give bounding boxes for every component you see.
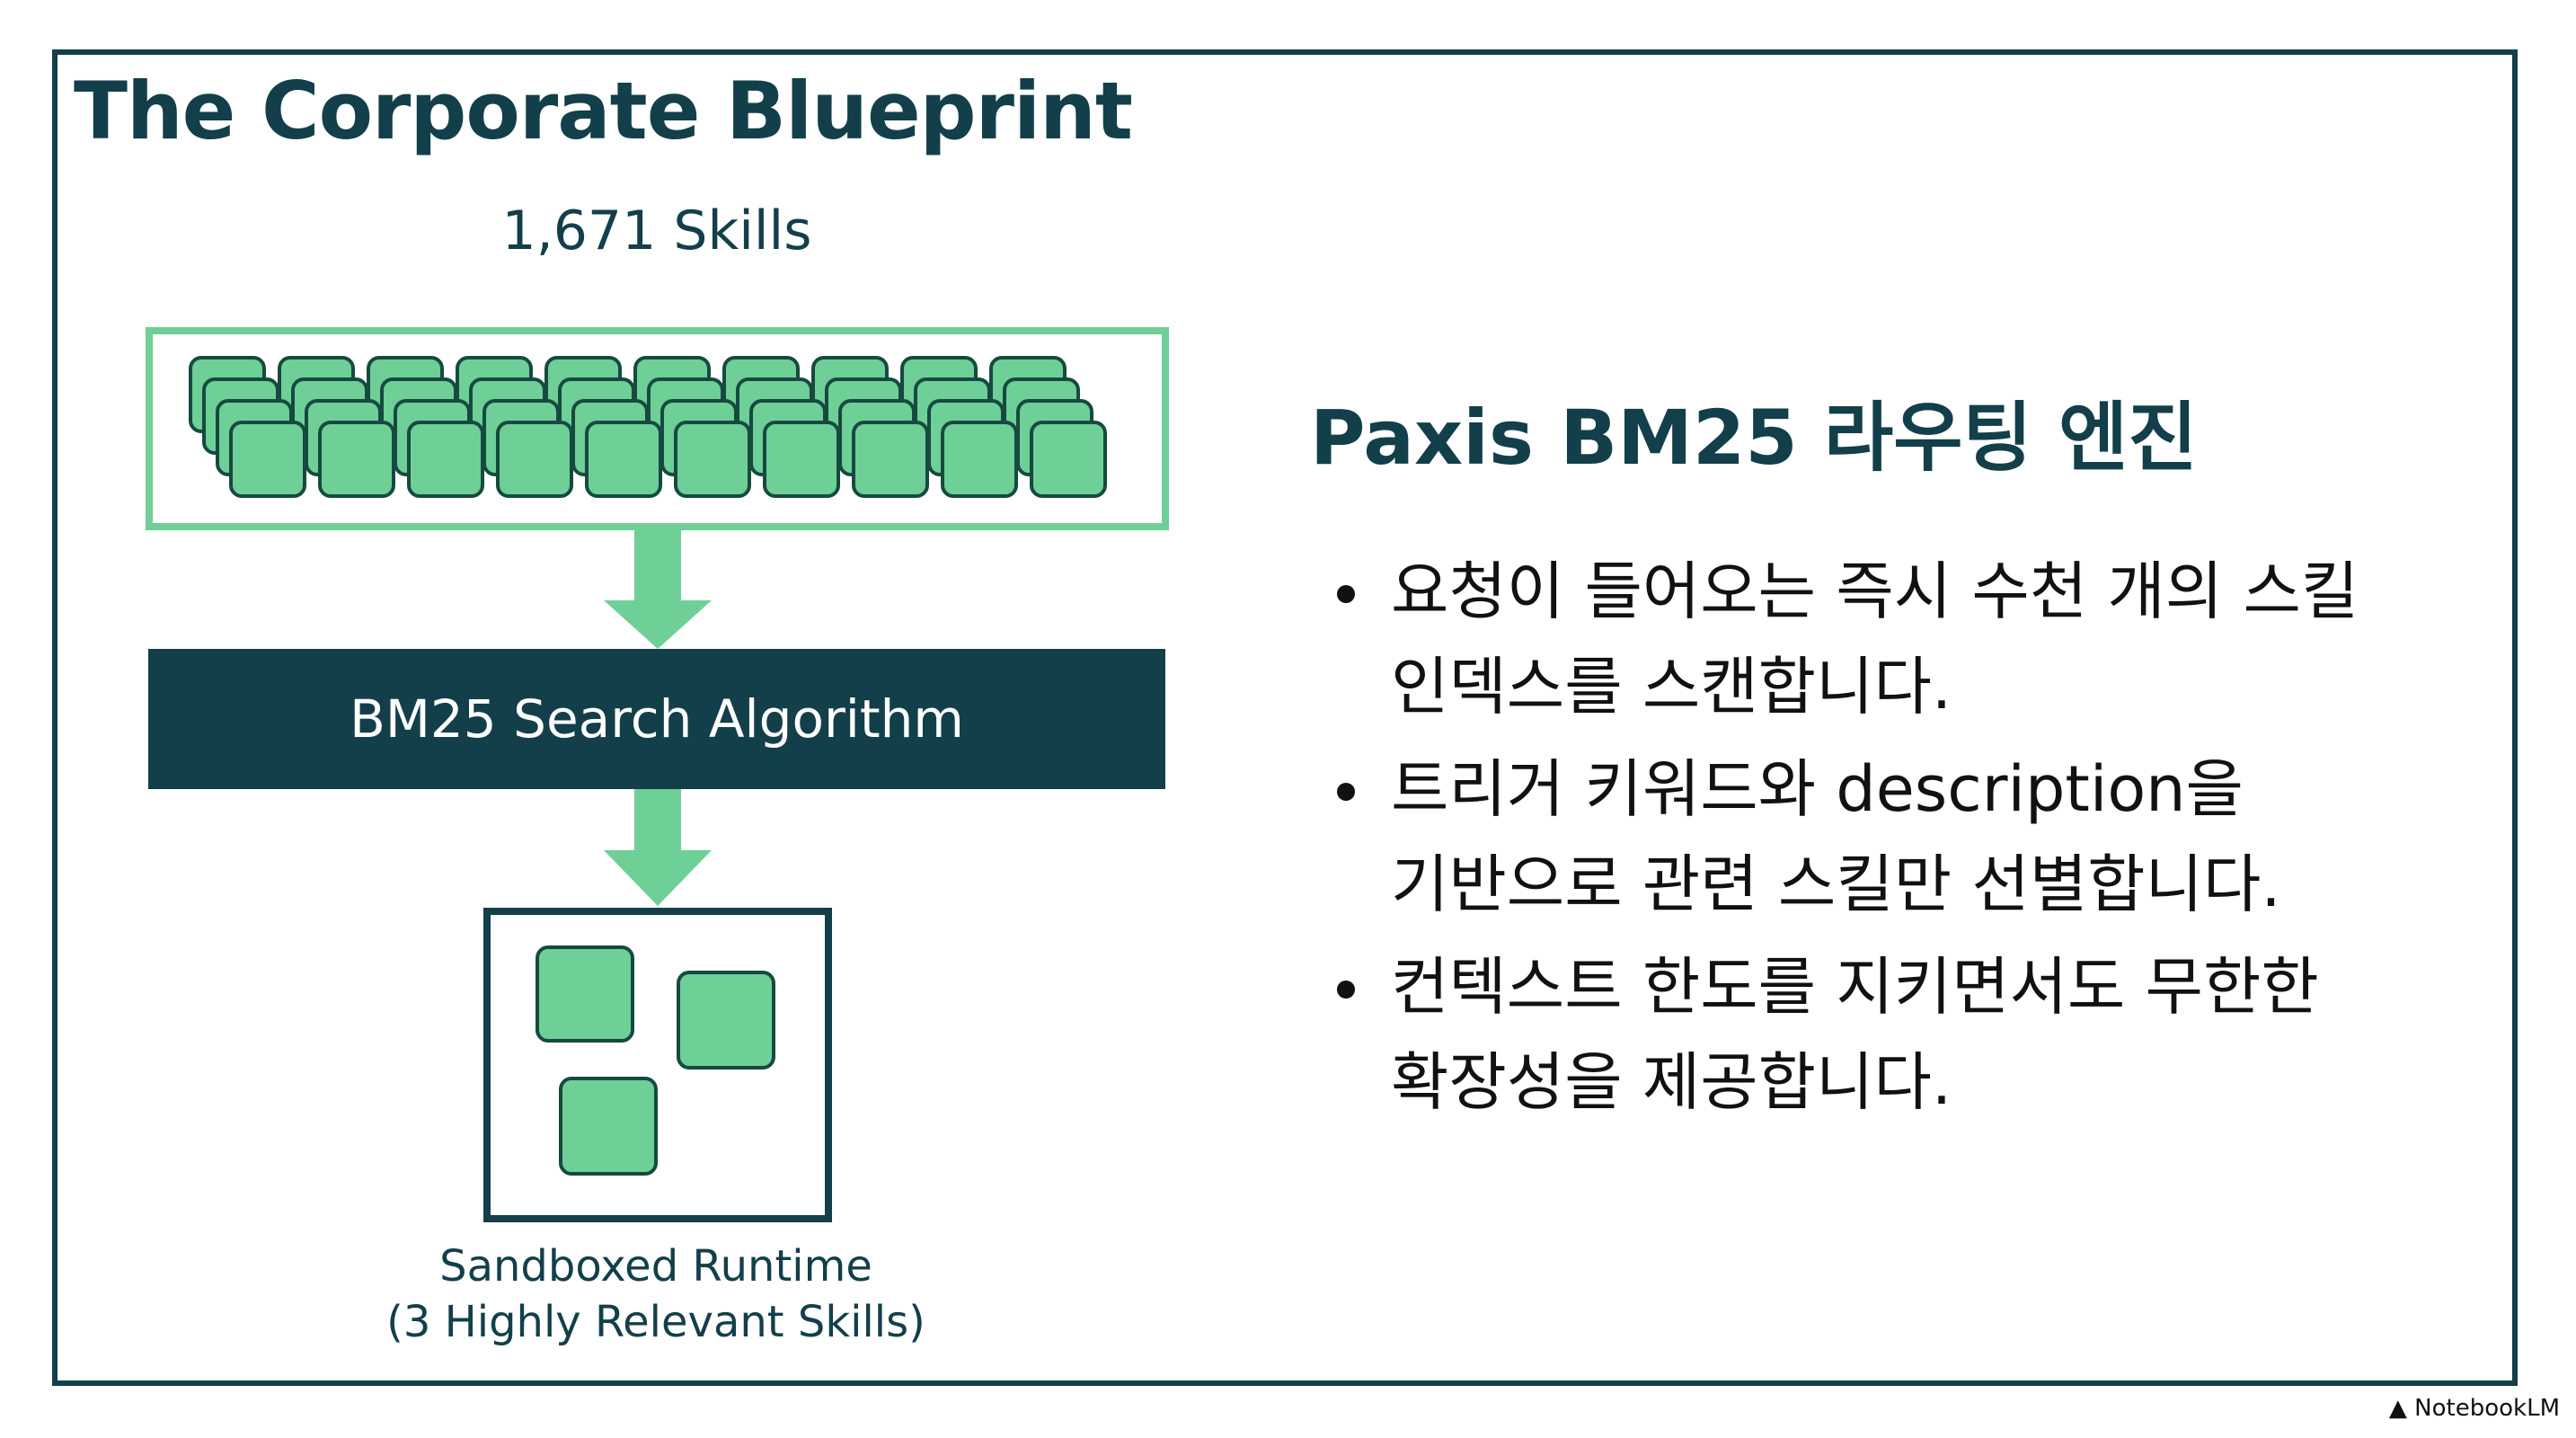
skill-tile bbox=[496, 421, 573, 498]
engine-title: Paxis BM25 라우팅 엔진 bbox=[1310, 394, 2198, 482]
bullet-dot-icon bbox=[1337, 585, 1355, 603]
algorithm-bar bbox=[148, 649, 1165, 789]
skill-tile bbox=[852, 421, 929, 498]
selected-skill-tile bbox=[559, 1077, 658, 1176]
skill-tile bbox=[585, 421, 662, 498]
bullet-text-line: 확장성을 제공합니다. bbox=[1391, 1045, 1952, 1119]
skill-tile bbox=[941, 421, 1018, 498]
notebooklm-watermark: ▲ NotebookLM bbox=[2389, 1395, 2560, 1422]
bullet-text-line: 기반으로 관련 스킬만 선별합니다. bbox=[1391, 848, 2281, 921]
watermark-label: NotebookLM bbox=[2414, 1395, 2560, 1422]
bullet-text-line: 요청이 들어오는 즉시 수천 개의 스킬 bbox=[1391, 555, 2359, 628]
skills-count-label: 1,671 Skills bbox=[501, 200, 812, 262]
arrow-down-icon bbox=[604, 789, 712, 906]
bullet-item: 요청이 들어오는 즉시 수천 개의 스킬 인덱스를 스캔합니다. bbox=[1337, 544, 2469, 734]
engine-bullet-list: 요청이 들어오는 즉시 수천 개의 스킬 인덱스를 스캔합니다. 트리거 키워드… bbox=[1337, 544, 2469, 1137]
arrow-down-icon bbox=[604, 530, 712, 649]
notebooklm-logo-icon: ▲ bbox=[2388, 1395, 2407, 1422]
slide-frame bbox=[52, 49, 2518, 1386]
algorithm-label: BM25 Search Algorithm bbox=[350, 688, 964, 750]
bullet-dot-icon bbox=[1337, 981, 1355, 999]
bullet-item: 트리거 키워드와 description을 기반으로 관련 스킬만 선별합니다. bbox=[1337, 741, 2469, 932]
runtime-caption-line2: (3 Highly Relevant Skills) bbox=[386, 1297, 925, 1347]
selected-skill-tile bbox=[677, 971, 775, 1070]
skill-tile bbox=[674, 421, 751, 498]
skill-tile bbox=[229, 421, 306, 498]
skill-tile bbox=[1030, 421, 1107, 498]
bullet-dot-icon bbox=[1337, 783, 1355, 801]
bullet-text-line: 인덱스를 스캔합니다. bbox=[1391, 650, 1952, 723]
skill-tiles-stack bbox=[189, 356, 1107, 498]
runtime-caption: Sandboxed Runtime (3 Highly Relevant Ski… bbox=[297, 1238, 1015, 1350]
skill-tile bbox=[318, 421, 395, 498]
selected-skill-tile bbox=[536, 945, 634, 1043]
runtime-caption-line1: Sandboxed Runtime bbox=[439, 1241, 872, 1292]
skill-tile bbox=[407, 421, 484, 498]
bullet-text-line: 트리거 키워드와 description을 bbox=[1391, 752, 2244, 826]
skill-tile bbox=[763, 421, 840, 498]
bullet-item: 컨텍스트 한도를 지키면서도 무한한 확장성을 제공합니다. bbox=[1337, 939, 2469, 1130]
slide-title: The Corporate Blueprint bbox=[74, 65, 1133, 157]
bullet-text-line: 컨텍스트 한도를 지키면서도 무한한 bbox=[1391, 950, 2319, 1024]
